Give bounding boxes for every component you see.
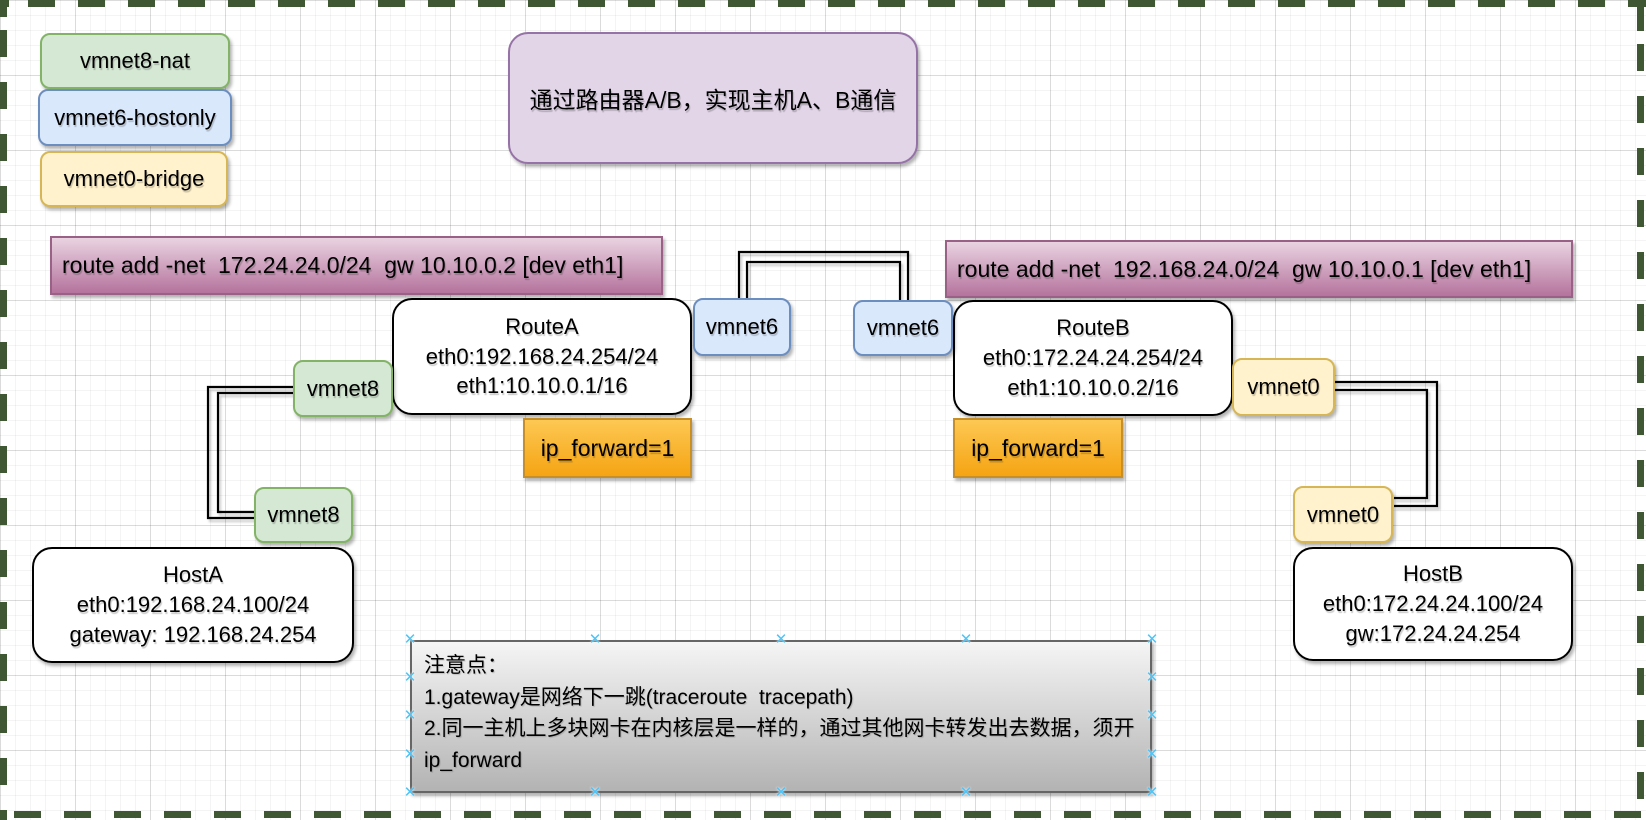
iface-vmnet0-b[interactable]: vmnet0 [1293,486,1393,543]
connection-point-icon[interactable]: ✕ [1145,669,1159,686]
iface-label: vmnet8 [306,375,380,401]
node-eth0: eth0:172.24.24.254/24 [982,345,1204,371]
node-eth0: eth0:192.168.24.100/24 [76,592,310,618]
link-vmnet0[interactable] [1335,380,1439,508]
legend-label: vmnet8-nat [79,48,191,73]
legend-vmnet0-bridge[interactable]: vmnet0-bridge [40,151,228,207]
connection-point-icon[interactable]: ✕ [403,669,417,686]
node-title: RouteA [505,313,579,339]
note-line: 1.gateway是网络下一跳(traceroute tracepath) [424,685,854,709]
connection-point-icon[interactable]: ✕ [403,631,417,648]
link-vmnet6[interactable] [737,250,910,302]
iface-vmnet0-a[interactable]: vmnet0 [1232,358,1335,416]
node-host-a[interactable]: HostA eth0:192.168.24.100/24 gateway: 19… [32,547,354,663]
legend-label: vmnet6-hostonly [54,104,216,130]
iface-vmnet8-a[interactable]: vmnet8 [293,360,393,417]
connection-point-icon[interactable]: ✕ [959,784,973,801]
node-eth1: eth1:10.10.0.2/16 [1007,374,1179,400]
node-eth0: eth0:192.168.24.254/24 [425,343,659,369]
node-title: RouteB [1056,315,1130,341]
legend-vmnet6-hostonly[interactable]: vmnet6-hostonly [38,89,232,146]
connection-point-icon[interactable]: ✕ [403,707,417,724]
connection-point-icon[interactable]: ✕ [403,784,417,801]
node-host-b[interactable]: HostB eth0:172.24.24.100/24 gw:172.24.24… [1293,547,1573,661]
iface-label: vmnet0 [1247,374,1320,399]
route-rule-text: route add -net 192.168.24.0/24 gw 10.10.… [957,255,1532,282]
connection-point-icon[interactable]: ✕ [588,784,602,801]
connection-point-icon[interactable]: ✕ [774,631,788,648]
node-title: HostB [1403,561,1463,587]
note-box[interactable]: 注意点： 1.gateway是网络下一跳(traceroute tracepat… [410,640,1152,793]
iface-label: vmnet6 [705,314,779,339]
node-gateway: gateway: 192.168.24.254 [69,621,317,647]
flag-label: ip_forward=1 [540,434,675,461]
iface-label: vmnet8 [267,502,340,527]
title-box[interactable]: 通过路由器A/B，实现主机A、B通信 [508,32,918,164]
connection-point-icon[interactable]: ✕ [774,784,788,801]
legend-label: vmnet0-bridge [63,166,205,191]
connection-point-icon[interactable]: ✕ [403,746,417,763]
route-rule-text: route add -net 172.24.24.0/24 gw 10.10.0… [62,252,624,278]
node-eth1: eth1:10.10.0.1/16 [456,373,628,399]
link-vmnet8[interactable] [206,385,293,520]
flag-ip-forward-a[interactable]: ip_forward=1 [523,418,692,478]
iface-label: vmnet6 [866,315,940,340]
flag-label: ip_forward=1 [971,434,1105,461]
connection-point-icon[interactable]: ✕ [959,631,973,648]
flag-ip-forward-b[interactable]: ip_forward=1 [953,418,1123,478]
note-line: 注意点： [424,654,508,677]
route-rule-b[interactable]: route add -net 192.168.24.0/24 gw 10.10.… [945,240,1573,298]
connection-point-icon[interactable]: ✕ [1145,746,1159,763]
connection-point-icon[interactable]: ✕ [1145,707,1159,724]
iface-vmnet8-b[interactable]: vmnet8 [254,487,353,543]
node-route-b[interactable]: RouteB eth0:172.24.24.254/24 eth1:10.10.… [953,300,1233,416]
connection-point-icon[interactable]: ✕ [1145,784,1159,801]
legend-vmnet8-nat[interactable]: vmnet8-nat [40,33,230,89]
diagram-title: 通过路由器A/B，实现主机A、B通信 [529,87,897,113]
route-rule-a[interactable]: route add -net 172.24.24.0/24 gw 10.10.0… [50,236,663,295]
node-eth0: eth0:172.24.24.100/24 [1322,591,1544,617]
iface-label: vmnet0 [1306,501,1380,527]
connection-point-icon[interactable]: ✕ [1145,631,1159,648]
iface-vmnet6-b[interactable]: vmnet6 [853,300,953,356]
iface-vmnet6-a[interactable]: vmnet6 [693,298,791,356]
node-gateway: gw:172.24.24.254 [1345,620,1521,646]
connection-point-icon[interactable]: ✕ [588,631,602,648]
node-route-a[interactable]: RouteA eth0:192.168.24.254/24 eth1:10.10… [392,298,692,415]
note-line: 2.同一主机上多块网卡在内核层是一样的，通过其他网卡转发出去数据，须开ip_fo… [424,717,1135,772]
node-title: HostA [163,562,223,588]
